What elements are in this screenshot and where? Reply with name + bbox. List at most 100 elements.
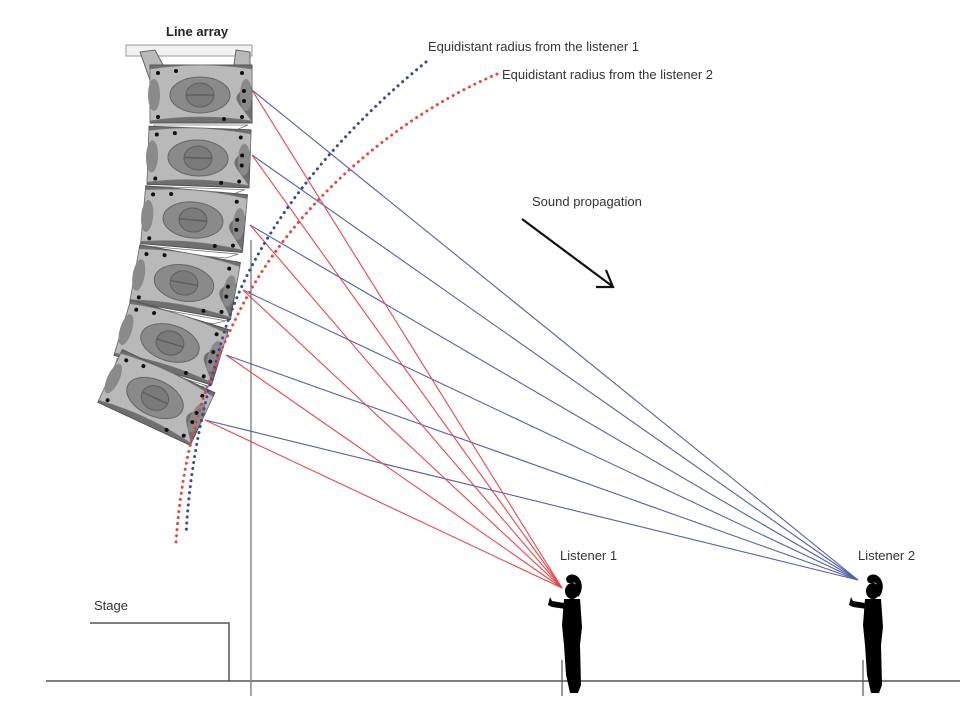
line-array-label: Line array [166,24,229,39]
ray-to-listener-1 [251,154,563,589]
horn-slot [156,338,184,348]
cabinet-screw [144,252,149,257]
cabinet-screw [154,132,159,137]
side-port-right [222,275,236,307]
ray-to-listener-1 [242,289,563,589]
side-port-right [206,341,222,372]
cabinet-screw [238,135,243,140]
cabinet-screw [152,311,157,316]
side-port-left [146,140,159,173]
cabinet-screw [224,294,229,299]
cabinet-screw [194,410,199,415]
horn-slot [141,391,169,405]
cabinet-screw [172,131,177,136]
cabinet-screw [190,420,195,425]
ray-to-listener-2 [251,89,859,581]
cabinet-screw [219,180,224,185]
listener-1-label: Listener 1 [560,548,618,563]
cabinet-screw [234,227,239,232]
cabinet-screw [141,364,146,369]
extended-arm [849,597,867,609]
cabinet-screw [124,358,129,363]
listener-1-silhouette [548,574,582,693]
cabinet-screw [147,236,152,241]
cabinet-screw [153,176,158,181]
speaker-cabinet [146,125,252,195]
cabinet-screw [242,99,246,103]
speaker-cabinet [97,349,216,447]
horn-slot [170,279,198,287]
cabinet-screw [239,163,244,168]
side-port-left [141,200,154,232]
cabinet-screw [242,89,246,93]
stage-outline [90,622,230,681]
ray-to-listener-2 [242,289,859,581]
radius-listener-1-arc [184,60,428,537]
radius-listener-2-label: Equidistant radius from the listener 2 [502,67,713,82]
ray-to-listener-2 [225,354,859,581]
cabinet-screw [156,115,160,119]
sound-rays [204,89,859,589]
side-port-right [240,79,252,111]
cabinet-screw [156,71,160,75]
cabinet-screw [169,191,174,196]
line-array [97,49,253,447]
side-port-right [232,208,245,240]
ray-to-listener-1 [251,89,563,589]
cabinet-screw [164,427,169,432]
speaker-cabinet [148,64,253,131]
ray-to-listener-1 [204,419,563,589]
stage-label: Stage [94,598,128,613]
cabinet-screw [226,284,231,289]
radius-listener-2-arc [174,72,499,544]
cabinet-screw [174,69,178,73]
body [562,599,582,693]
cabinet-screw [240,71,244,75]
side-port-left [148,79,160,111]
side-port-left [118,314,134,345]
speaker-cabinet [129,244,241,325]
cabinet-screw [134,307,139,312]
head [565,583,579,599]
cabinet-screw [219,309,224,314]
rigging-bar [125,44,253,57]
cabinet-screw [200,393,205,398]
side-port-left [104,363,122,394]
listener-2-silhouette [849,574,883,693]
cabinet-screw [240,115,244,119]
cabinet-screw [222,117,226,121]
cabinet-screw [212,244,217,249]
body [863,599,883,693]
cabinet-screw [211,350,216,355]
cabinet-screw [230,243,235,248]
cabinet-screw [162,253,167,258]
cabinet-screw [201,308,206,313]
extended-arm [548,597,566,609]
cabinet-screw [235,217,240,222]
cabinet-screw [234,199,239,204]
listener-2-label: Listener 2 [858,548,916,563]
sound-propagation-arrow [521,218,615,289]
cabinet-screw [136,295,141,300]
horn-slot [183,156,213,160]
cabinet-screw [105,398,110,403]
equidistant-radii [174,60,499,544]
horn-slot [178,218,208,222]
ray-to-listener-1 [225,354,563,589]
cabinet-screw [240,153,245,158]
cabinet-screw [183,370,188,375]
cabinet-screw [237,179,242,184]
radius-listener-1-label: Equidistant radius from the listener 1 [428,39,639,54]
head [866,583,880,599]
ray-to-listener-2 [204,419,859,581]
sound-propagation-label: Sound propagation [532,194,642,209]
side-port-right [237,143,250,176]
ray-to-listener-2 [249,224,859,581]
ray-to-listener-2 [251,154,859,581]
speaker-cabinet [140,185,248,259]
side-port-left [132,259,146,291]
ray-to-listener-1 [249,224,563,589]
cabinet-screw [201,374,206,379]
cabinet-screw [181,433,186,438]
